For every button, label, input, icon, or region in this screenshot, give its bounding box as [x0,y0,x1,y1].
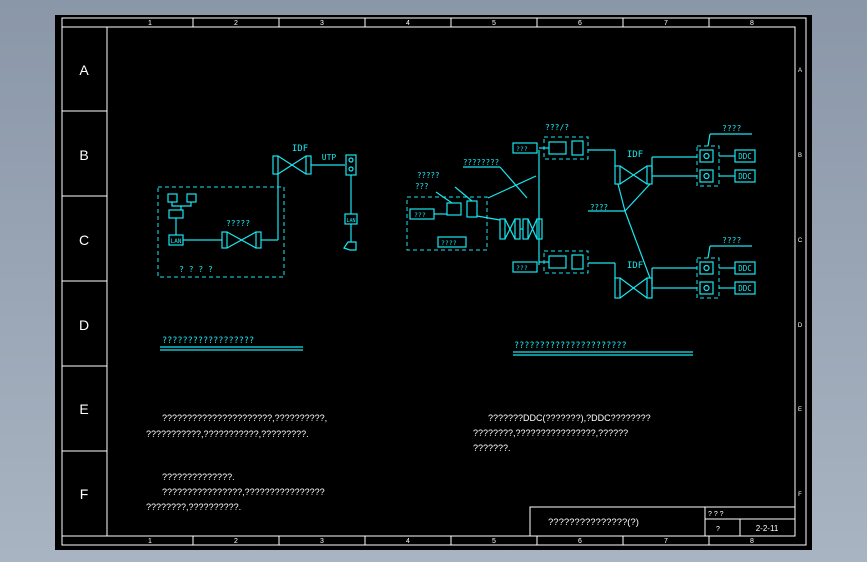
title-text: ???????????????(?) [548,517,639,528]
col-label: 7 [664,538,668,545]
bottom-box [512,261,538,273]
note-line: ??????????????. [162,472,235,482]
lan-device-label: LAN [346,218,355,224]
top-right-label: ???? [722,124,741,133]
bottom-right-label: ???? [722,236,741,245]
utp-label: UTP [322,153,337,162]
left-box1-label: ??? [414,211,426,219]
switch-label: ????? [226,219,250,228]
ddc-label: DDC [738,172,752,181]
note-line: ????????????????,???????????????? [162,487,325,497]
row-labels-right: A B C D E F [798,68,803,498]
idf-top-label: IDF [627,150,643,160]
col-label: 8 [750,538,754,545]
title-cell1: ? ? ? [708,511,724,518]
col-label: 5 [492,20,496,27]
col-label: 8 [750,20,754,27]
left-box2 [437,236,467,248]
left-caption: ?????????????????? [162,336,254,346]
right-caption: ?????????????????????? [514,341,627,351]
column-labels-top: 1 2 3 4 5 6 7 8 [148,20,754,27]
title-cell2: ? [716,526,720,533]
note-line: ???????????,???????????,?????????. [146,429,309,439]
note-line: ????????,????????????????,?????? [473,428,628,438]
idf-label: IDF [292,144,308,154]
left-block-label1: ????? [417,171,440,180]
ddc-label: DDC [738,264,752,273]
note-line: ???????. [473,443,511,453]
right-network-diagram: ????? ??? ??? ???? ???????? ? [406,123,756,356]
drawing-background [55,15,812,550]
row-label: E [798,407,802,413]
col-label: 4 [406,20,410,27]
idf-switch-icon [272,155,312,175]
ddc-box [734,149,756,163]
pc-icon [446,202,462,216]
ddc-box [734,169,756,183]
note-line: ???????DDC(???????),?DDC???????? [488,413,651,423]
notes: ??????????????????????,??????????, ?????… [146,413,651,512]
workstation-group-box [406,196,488,251]
top-group-label: ???/? [545,123,569,132]
terminal-icon [343,241,357,251]
col-label: 6 [578,20,582,27]
row-label: C [798,238,803,244]
row-label: A [79,62,89,78]
column-ticks [192,18,710,545]
switch-icon [221,231,262,249]
row-label: E [79,401,88,417]
row-label: B [79,147,88,163]
col-label: 4 [406,538,410,545]
col-label: 2 [234,20,238,27]
row-dividers [62,110,107,452]
mid-label: ???????? [463,158,499,167]
col-label: 1 [148,20,152,27]
bottom-box-label: ??? [516,264,528,272]
col-label: 1 [148,538,152,545]
drawing-number: 2-2-11 [756,524,779,533]
center-label: ???? [590,203,608,212]
row-label: A [798,68,802,74]
row-label: F [798,492,802,498]
title-block: ???????????????(?) ? ? ? ? 2-2-11 [529,506,796,537]
row-label: B [798,153,802,159]
idf-top-switch-icon [614,165,653,185]
col-label: 3 [320,538,324,545]
workstation-group-box [157,186,285,278]
lan-box-label: LAN [171,238,182,245]
ddc-label: DDC [738,152,752,161]
left-block-label2: ??? [415,182,429,191]
col-label: 3 [320,20,324,27]
column-labels-bottom: 1 2 3 4 5 6 7 8 [148,538,754,545]
col-label: 6 [578,538,582,545]
group-label: ? ? ? ? [179,265,213,274]
row-label: D [79,317,89,333]
top-box [512,142,538,154]
idf-bottom-label: IDF [627,261,643,271]
core-switch-icon [499,218,543,240]
note-line: ??????????????????????,??????????, [162,413,327,423]
ddc-box [734,281,756,295]
col-label: 7 [664,20,668,27]
col-label: 2 [234,538,238,545]
row-labels-left: A B C D E F [79,62,89,502]
row-label: F [80,486,89,502]
col-label: 5 [492,538,496,545]
row-label: D [798,323,803,329]
top-box-label: ??? [516,145,528,153]
ddc-box [734,261,756,275]
note-line: ????????,??????????. [146,502,241,512]
row-label: C [79,232,89,248]
left-network-diagram: LAN ????? ? ? ? ? IDF UTP LAN [157,144,358,351]
left-box2-label: ???? [441,239,457,247]
ddc-label: DDC [738,284,752,293]
